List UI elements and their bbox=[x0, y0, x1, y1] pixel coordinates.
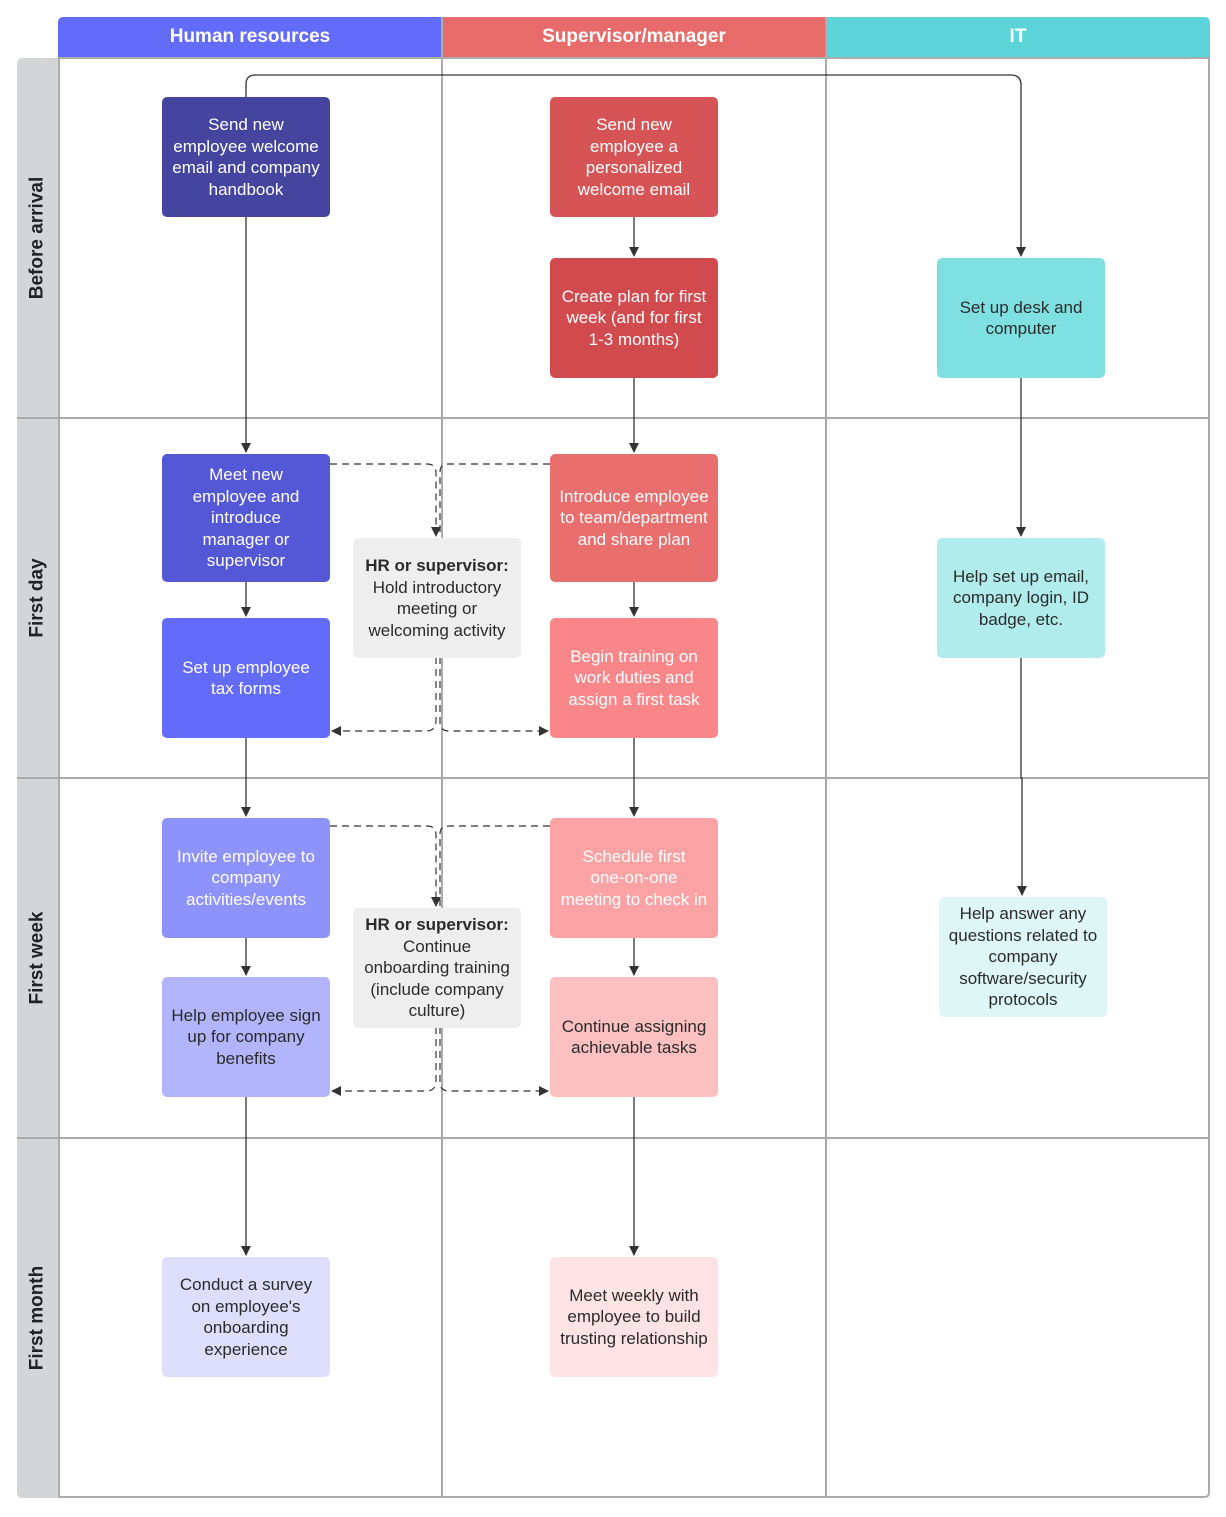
lane-header-hr-label: Human resources bbox=[169, 26, 331, 47]
connector-dashed-sup-schedule-to-note bbox=[439, 825, 550, 906]
hr-welcome-email-node[interactable]: Send new employee welcome email and comp… bbox=[162, 97, 330, 217]
lane-divider-2 bbox=[825, 17, 827, 1498]
it-answer-questions-node[interactable]: Help answer any questions related to com… bbox=[939, 897, 1107, 1017]
phase-divider-3 bbox=[17, 1137, 1210, 1139]
hr-tax-forms-node[interactable]: Set up employee tax forms bbox=[162, 618, 330, 738]
connector-dashed-note-to-sup-tasks bbox=[439, 1027, 549, 1096]
it-email-login-node[interactable]: Help set up email, company login, ID bad… bbox=[937, 538, 1105, 658]
note-onboarding-training-title: HR or supervisor: bbox=[365, 915, 509, 935]
hr-meet-employee-node[interactable]: Meet new employee and introduce manager … bbox=[162, 454, 330, 582]
connector-dashed-hr-meet-to-note bbox=[330, 463, 441, 537]
phase-header-first-month: First month bbox=[17, 1138, 58, 1498]
lane-header-it-label: IT bbox=[1009, 26, 1027, 47]
lane-header-it: IT bbox=[826, 17, 1210, 57]
connector-dashed-note-to-hr-tax bbox=[331, 657, 437, 736]
phase-header-first-week: First week bbox=[17, 778, 58, 1138]
connector-dashed-hr-invite-to-note bbox=[330, 825, 441, 907]
connector-it-2-3 bbox=[1017, 657, 1027, 896]
note-onboarding-training[interactable]: HR or supervisor: Continue onboarding tr… bbox=[353, 908, 521, 1028]
hr-benefits-node[interactable]: Help employee sign up for company benefi… bbox=[162, 977, 330, 1097]
connector-hr-to-it bbox=[245, 74, 1026, 257]
lane-header-supervisor: Supervisor/manager bbox=[442, 17, 826, 57]
phase-divider-1 bbox=[17, 417, 1210, 419]
sup-weekly-meetings-node[interactable]: Meet weekly with employee to build trust… bbox=[550, 1257, 718, 1377]
sup-create-plan-node[interactable]: Create plan for first week (and for firs… bbox=[550, 258, 718, 378]
note-intro-meeting-title: HR or supervisor: bbox=[365, 556, 509, 575]
sup-personal-email-node[interactable]: Send new employee a personalized welcome… bbox=[550, 97, 718, 217]
sup-assign-tasks-node[interactable]: Continue assigning achievable tasks bbox=[550, 977, 718, 1097]
sup-introduce-team-node[interactable]: Introduce employee to team/department an… bbox=[550, 454, 718, 582]
lane-header-hr: Human resources bbox=[58, 17, 442, 57]
sup-begin-training-node[interactable]: Begin training on work duties and assign… bbox=[550, 618, 718, 738]
phase-divider-2 bbox=[17, 777, 1210, 779]
sup-schedule-checkin-node[interactable]: Schedule first one-on-one meeting to che… bbox=[550, 818, 718, 938]
note-intro-meeting-text: Hold introductory meeting or welcoming a… bbox=[368, 577, 506, 640]
connector-dashed-note-to-hr-benefits bbox=[331, 1027, 437, 1096]
note-intro-meeting[interactable]: HR or supervisor: Hold introductory meet… bbox=[353, 538, 521, 658]
note-onboarding-training-text: Continue onboarding training (include co… bbox=[364, 936, 510, 1021]
connector-dashed-sup-intro-to-note bbox=[439, 463, 550, 536]
lane-divider-1 bbox=[441, 17, 443, 1498]
phase-header-first-day: First day bbox=[17, 418, 58, 778]
lane-header-supervisor-label: Supervisor/manager bbox=[542, 26, 726, 47]
hr-survey-node[interactable]: Conduct a survey on employee's onboardin… bbox=[162, 1257, 330, 1377]
connector-dashed-note-to-sup-training bbox=[439, 657, 549, 736]
hr-invite-events-node[interactable]: Invite employee to company activities/ev… bbox=[162, 818, 330, 938]
phase-header-before-arrival: Before arrival bbox=[17, 58, 58, 418]
it-desk-computer-node[interactable]: Set up desk and computer bbox=[937, 258, 1105, 378]
